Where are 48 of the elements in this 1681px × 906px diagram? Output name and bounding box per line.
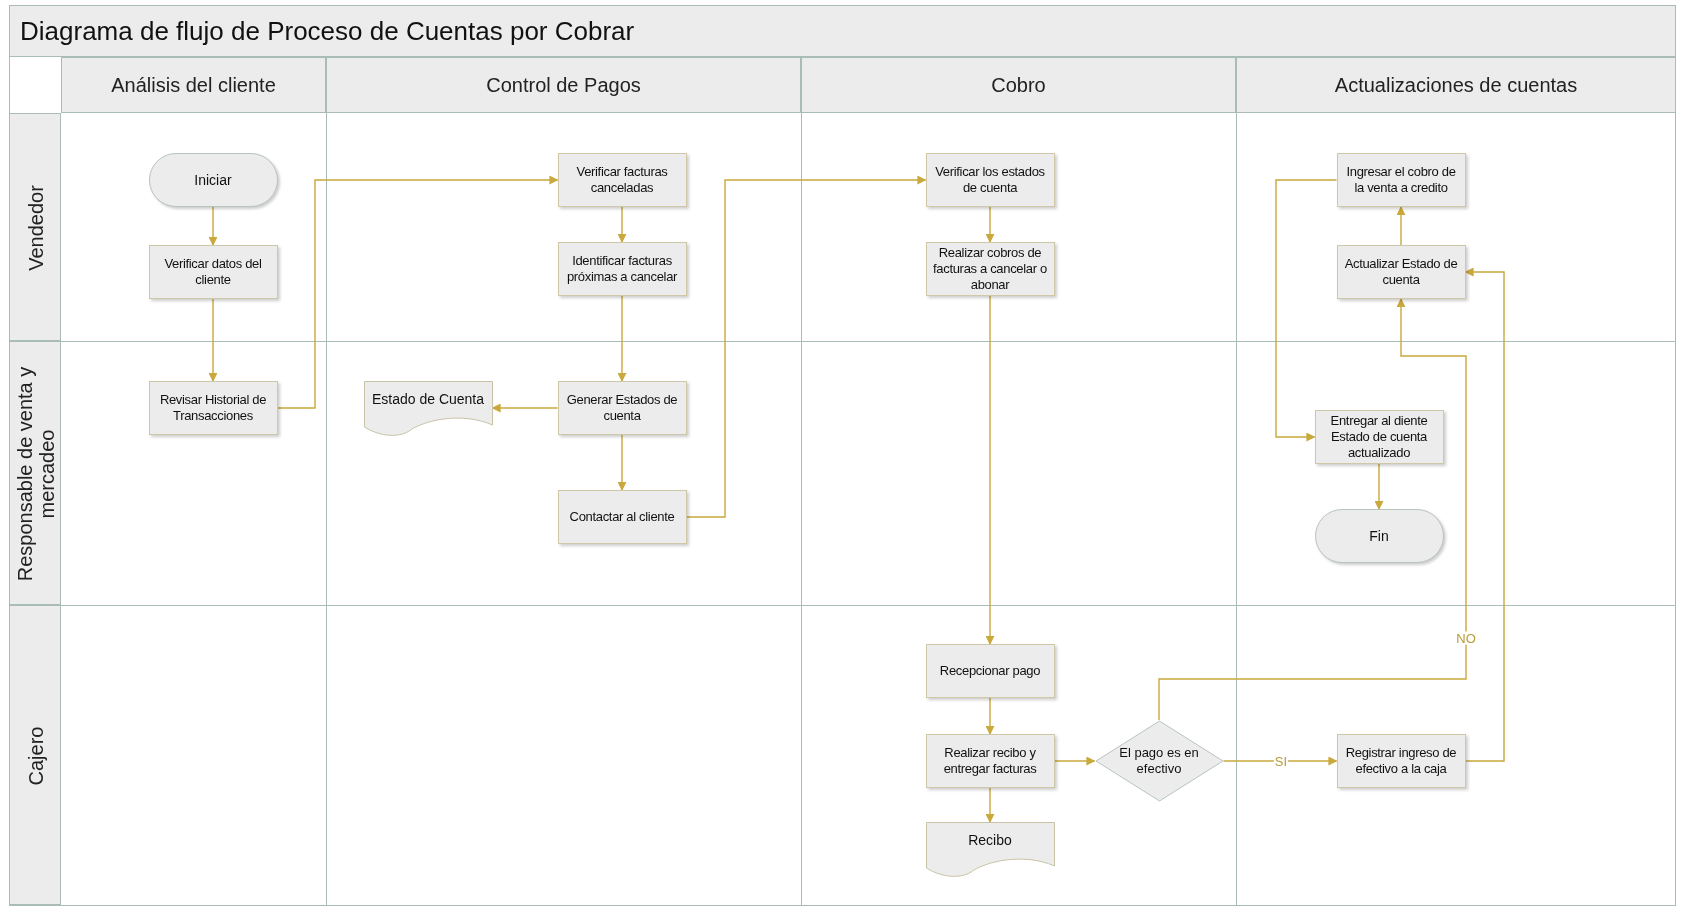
arrow — [276, 175, 559, 409]
arrow — [208, 298, 218, 382]
process-box: Entregar al diente Estado de cuenta actualizado — [1314, 410, 1444, 464]
process-box: Revisar Historial de Transacciones — [148, 381, 278, 435]
document-shape: Recibo — [925, 822, 1055, 876]
arrow — [208, 206, 218, 246]
decision-diamond: El pago es en efectivo — [1094, 720, 1224, 802]
process-box: Actualizar Estado de cuenta — [1336, 245, 1466, 299]
terminal-shape: Iniciar — [148, 153, 278, 207]
process-box: Verificar los estados de cuenta — [925, 153, 1055, 207]
column-header: Actualizaciones de cuentas — [1236, 57, 1676, 113]
process-box: Generar Estados de cuenta — [557, 381, 687, 435]
arrow — [1222, 756, 1338, 766]
arrow — [1158, 298, 1467, 721]
arrow — [985, 697, 995, 735]
arrow — [1275, 179, 1338, 442]
process-box: Contactar al cliente — [557, 490, 687, 544]
arrow — [617, 206, 627, 243]
edge-label: NO — [1455, 631, 1477, 645]
process-box: Ingresar el cobro de la venta a credito — [1336, 153, 1466, 207]
lane-header: Vendedor — [9, 113, 61, 341]
arrow — [985, 206, 995, 243]
column-header: Análisis del cliente — [61, 57, 326, 113]
arrow — [1464, 267, 1505, 762]
arrow — [685, 175, 927, 518]
arrow — [491, 403, 559, 413]
lane-header: Cajero — [9, 605, 61, 905]
process-box: Registrar ingreso de efectivo a la caja — [1336, 734, 1466, 788]
process-box: Identificar facturas próximas a cancelar — [557, 242, 687, 296]
arrow — [1396, 206, 1406, 246]
arrow — [1374, 463, 1384, 510]
document-shape: Estado de Cuenta — [363, 381, 493, 435]
process-box: Realizar cobros de facturas a cancelar o abonar — [925, 242, 1055, 296]
process-box: Verificar facturas canceladas — [557, 153, 687, 207]
terminal-shape: Fin — [1314, 509, 1444, 563]
lane-header: Responsable de venta y mercadeo — [9, 341, 61, 605]
diagram-title: Diagrama de flujo de Proceso de Cuentas por Cobrar — [9, 5, 1676, 57]
arrow — [617, 434, 627, 491]
edge-label: SI — [1273, 754, 1289, 768]
column-header: Control de Pagos — [326, 57, 801, 113]
arrow — [617, 295, 627, 382]
process-box: Verificar datos del cliente — [148, 245, 278, 299]
process-box: Recepcionar pago — [925, 644, 1055, 698]
column-header: Cobro — [801, 57, 1236, 113]
arrow — [1053, 756, 1096, 766]
process-box: Realizar recibo y entregar facturas — [925, 734, 1055, 788]
arrow — [985, 295, 995, 645]
arrow — [985, 787, 995, 823]
